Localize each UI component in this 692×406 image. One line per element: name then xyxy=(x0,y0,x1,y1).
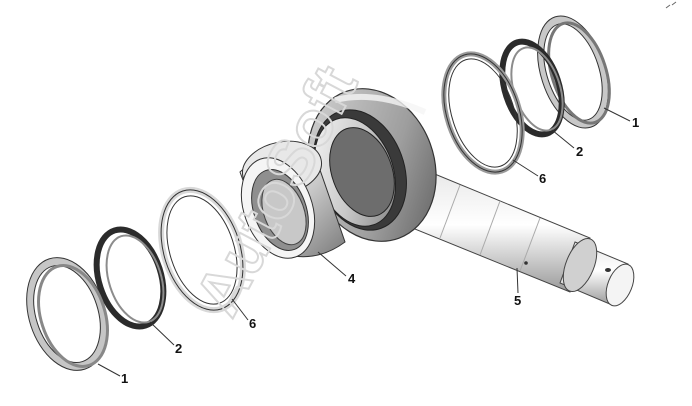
pin-shaft xyxy=(307,88,635,307)
callout-pin-5: 5 xyxy=(514,293,521,308)
corner-mark xyxy=(665,1,677,9)
lower-shim-ring xyxy=(158,186,246,314)
callout-lower-washer-1: 1 xyxy=(121,371,128,386)
upper-thrust-washer xyxy=(537,15,611,129)
lower-thrust-washer xyxy=(26,257,109,371)
callout-upper-seal-2: 2 xyxy=(576,144,583,159)
lower-seal-ring xyxy=(93,226,167,330)
upper-shim-ring xyxy=(441,51,525,175)
callout-lower-shim-6: 6 xyxy=(249,316,256,331)
bushing xyxy=(239,140,346,259)
callout-lower-seal-2: 2 xyxy=(175,341,182,356)
callout-upper-washer-1: 1 xyxy=(632,115,639,130)
callout-upper-shim-6: 6 xyxy=(539,171,546,186)
callout-bushing-4: 4 xyxy=(348,271,356,286)
leader-lines xyxy=(97,107,631,377)
